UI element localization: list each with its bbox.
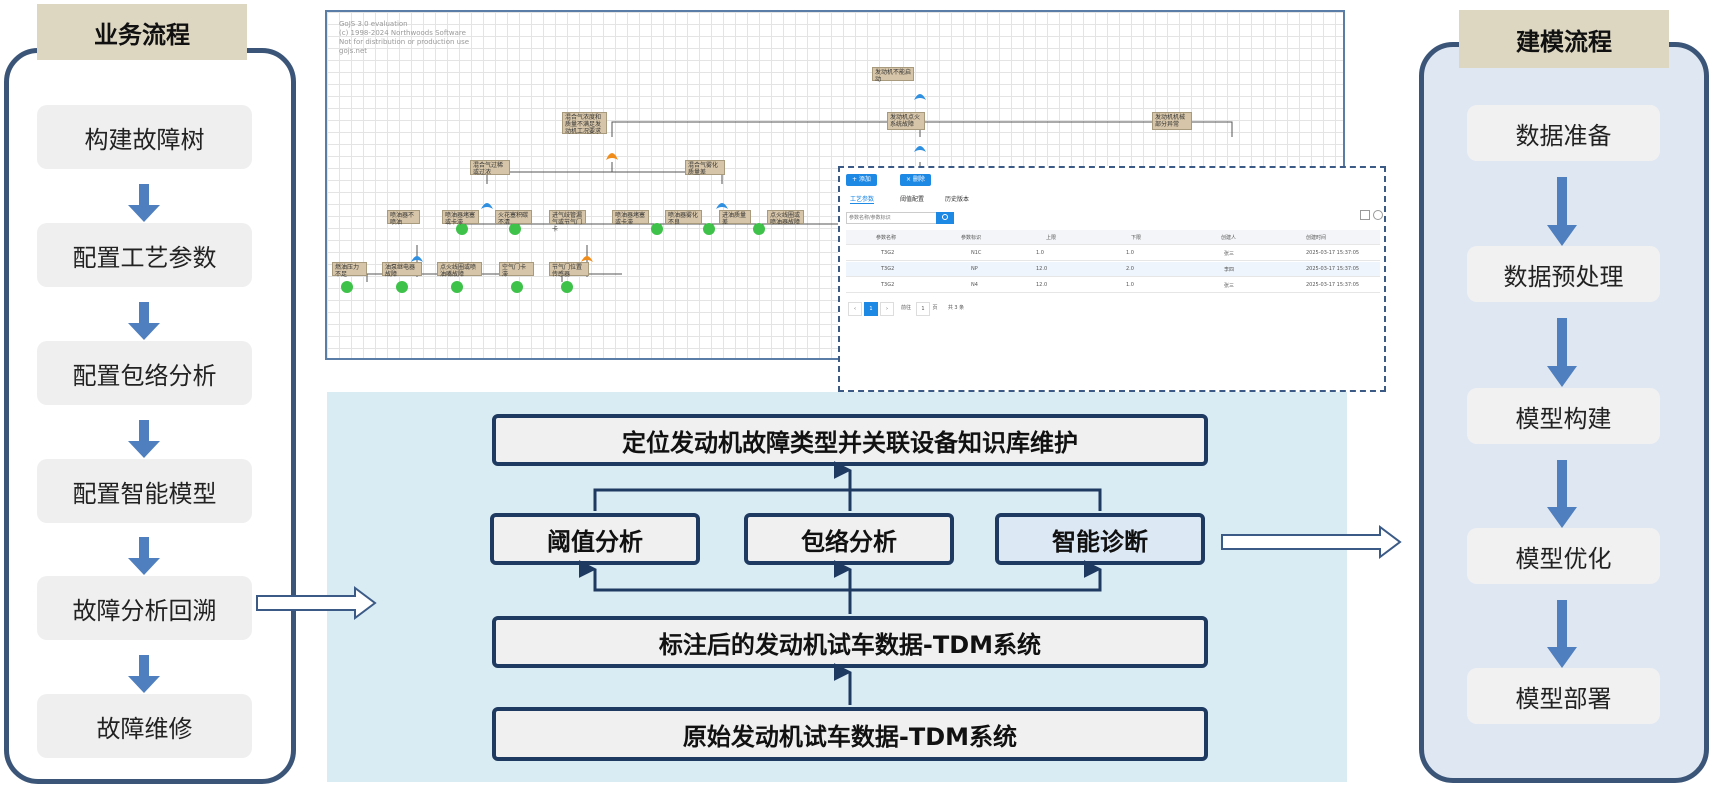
parameter-table-screenshot: + 添加 × 删除 工艺参数 阈值配置 历史版本 参数名称 参数标识 上限 下限… [838, 166, 1386, 392]
export-icon[interactable] [1360, 210, 1370, 220]
tree-node-air-gate: 空气门卡滞 [499, 262, 534, 278]
hollow-arrow-left [256, 586, 377, 620]
tree-node-injector-stuck-2: 喷油器堵塞或卡滞 [612, 210, 649, 226]
refresh-icon[interactable] [1373, 210, 1383, 220]
tree-node-spark-carbon: 火花塞积碳不清 [495, 210, 532, 226]
delete-button[interactable]: × 删除 [900, 174, 931, 186]
tree-node-atomization: 混合气雾化质量差 [685, 160, 725, 176]
search-icon [942, 214, 948, 220]
modeling-flow-title: 建模流程 [1459, 10, 1669, 68]
right-down-arrows [1547, 177, 1577, 668]
tab-history[interactable]: 历史版本 [945, 196, 970, 203]
box-intelligent-diagnosis: 智能诊断 [995, 513, 1205, 565]
step-model-build: 模型构建 [1467, 388, 1660, 444]
step-fault-trace: 故障分析回溯 [37, 576, 252, 640]
table-header: 参数名称 参数标识 上限 下限 创建人 创建时间 [846, 230, 1380, 245]
step-build-fault-tree: 构建故障树 [37, 105, 252, 169]
step-model-deploy: 模型部署 [1467, 668, 1660, 724]
step-config-envelope: 配置包络分析 [37, 341, 252, 405]
pagination-goto-label: 前往 [900, 305, 911, 311]
tree-node-injector-stuck: 喷油器堵塞或卡滞 [442, 210, 479, 226]
box-threshold-analysis: 阈值分析 [490, 513, 700, 565]
tree-node-pump-relay: 油泵继电器故障 [382, 262, 422, 278]
step-data-prep: 数据准备 [1467, 105, 1660, 161]
pagination-total: 共 3 条 [947, 305, 965, 311]
tree-node-throttle-sensor: 节气门位置传感器 [549, 262, 589, 278]
tree-node-coil-nozzle: 点火线圈或喷油嘴故障 [437, 262, 482, 278]
tree-node-ignition: 发动机点火系统故障 [887, 112, 925, 130]
step-data-preprocess: 数据预处理 [1467, 246, 1660, 302]
search-button[interactable] [936, 212, 954, 224]
step-config-model: 配置智能模型 [37, 459, 252, 523]
business-flow-title: 业务流程 [37, 4, 247, 60]
tree-node-lean-rich: 混合气过稀或过浓 [470, 160, 510, 176]
tab-threshold[interactable]: 阈值配置 [900, 196, 925, 203]
pagination-page-1[interactable]: 1 [864, 302, 878, 316]
table-row[interactable]: T3G2 N1C 1.0 1.0 张三 2025-03-17 15:37:05 [846, 246, 1380, 261]
step-config-process-params: 配置工艺参数 [37, 223, 252, 287]
hollow-arrow-right [1221, 525, 1402, 559]
step-fault-repair: 故障维修 [37, 694, 252, 758]
box-raw-data: 原始发动机试车数据-TDM系统 [492, 707, 1208, 761]
table-row[interactable]: T3G2 NP 12.0 2.0 李四 2025-03-17 15:37:05 [846, 262, 1380, 277]
tree-node-mixture: 混合气浓度和质量不满足发动机工况要求 [562, 112, 607, 135]
gojs-watermark: GoJS 3.0 evaluation (c) 1998-2024 Northw… [339, 20, 470, 55]
tab-process-params[interactable]: 工艺参数 [850, 196, 875, 204]
step-model-optimize: 模型优化 [1467, 528, 1660, 584]
tree-node-poor-atomization: 喷油器雾化不良 [665, 210, 702, 226]
business-flow-lane [4, 48, 296, 784]
pagination-next[interactable]: › [880, 302, 894, 316]
box-labeled-data: 标注后的发动机试车数据-TDM系统 [492, 616, 1208, 668]
tree-node-injector-none: 喷油器不喷油 [387, 210, 420, 226]
add-button[interactable]: + 添加 [846, 174, 877, 186]
table-row[interactable]: T3G2 N4 12.0 1.0 张三 2025-03-17 15:37:05 [846, 278, 1380, 293]
tree-node-intake-leak: 进气歧管漏气或节气门卡 [549, 210, 586, 233]
pagination-goto-input[interactable]: 1 [916, 302, 930, 316]
tree-root-node: 发动机不能启动 [872, 67, 914, 83]
pagination-prev[interactable]: ‹ [848, 302, 862, 316]
left-down-arrows [128, 184, 160, 693]
tree-node-coil-fault: 点火线圈或喷油器故障 [767, 210, 804, 226]
pagination-page-label: 页 [932, 305, 938, 311]
search-input[interactable] [846, 212, 937, 224]
tree-node-oil-quality: 进油质量差 [719, 210, 751, 226]
tree-node-mechanical: 发动机机械部分异常 [1152, 112, 1192, 130]
tree-node-fuel-pressure: 燃油压力不足 [332, 262, 367, 278]
